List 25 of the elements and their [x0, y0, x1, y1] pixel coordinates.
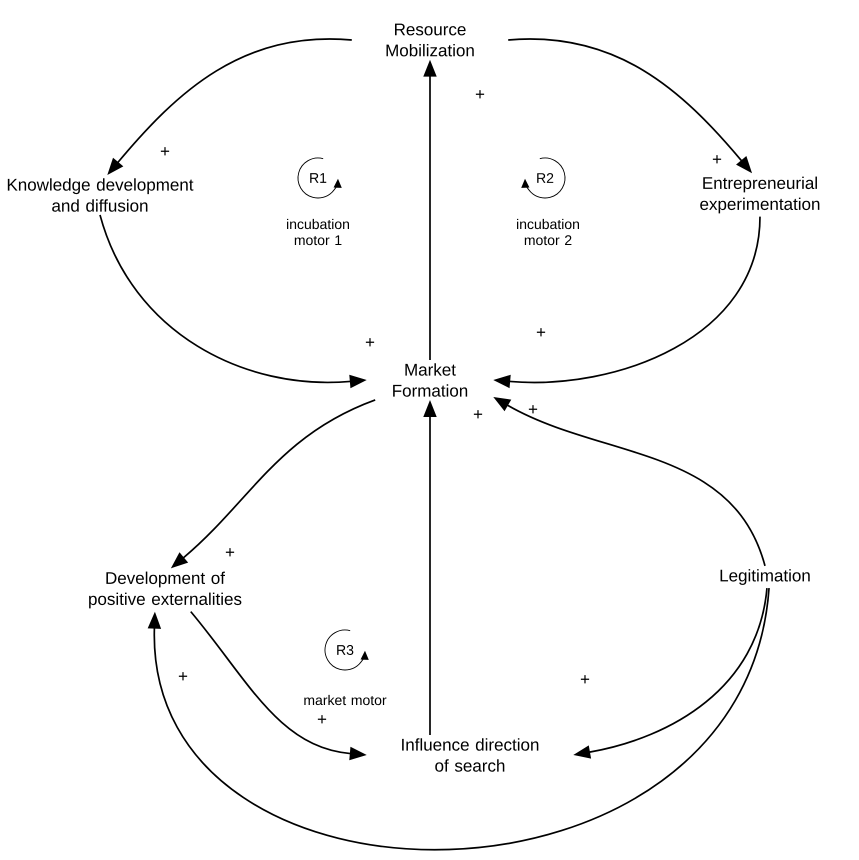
node-text: Entrepreneurial experimentation [700, 176, 820, 214]
polarity-sign: + [536, 328, 546, 336]
node-text: Legitimation [720, 569, 810, 585]
polarity-sign: + [712, 155, 722, 164]
polarity-sign: + [474, 410, 482, 418]
loop-caption: incubation motor 2 [517, 218, 579, 246]
node-text: Influence direction of search [402, 738, 538, 772]
polarity-sign: + [580, 675, 590, 684]
polarity-sign: + [528, 405, 538, 414]
arrow [148, 588, 770, 850]
loop-caption: incubation motor 1 [287, 218, 349, 246]
polarity-sign: + [160, 147, 170, 156]
loop-caption: market motor [304, 694, 386, 706]
loop-label: R2 [537, 173, 554, 183]
polarity-sign: + [226, 548, 234, 556]
node-text: Knowledge development and diffusion [8, 178, 194, 212]
loop-label: R1 [310, 173, 326, 183]
polarity-sign: + [178, 672, 188, 680]
polarity-sign: + [476, 90, 484, 98]
polarity-sign: + [366, 338, 374, 346]
loop-label: R3 [337, 645, 354, 655]
node-text: Market Formation [393, 363, 468, 397]
node-text: Development of positive externalities [89, 572, 242, 608]
polarity-sign: + [318, 715, 326, 724]
node-text: Resource Mobilization [386, 24, 474, 56]
